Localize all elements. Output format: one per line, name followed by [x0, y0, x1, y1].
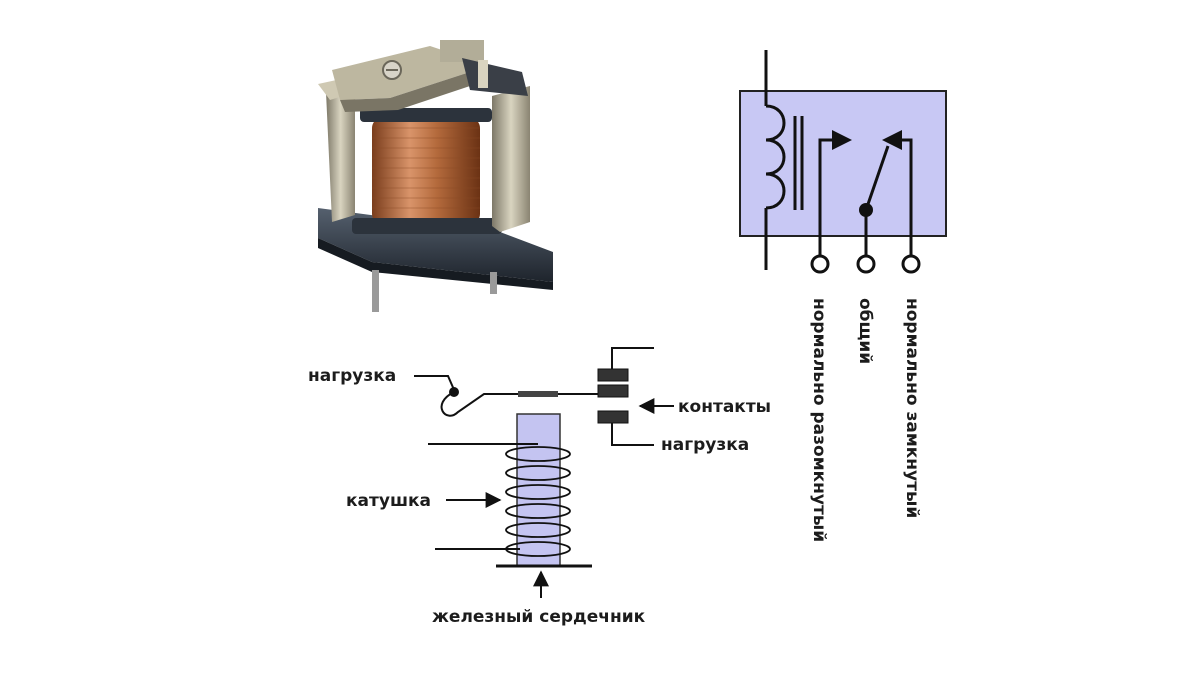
label-contacts: контакты: [678, 397, 771, 417]
label-load-right: нагрузка: [661, 435, 749, 455]
contact-lower: [597, 410, 629, 424]
armature-spring: [440, 391, 598, 417]
relay-contact-frame: [492, 86, 530, 232]
contact-upper-lead: [611, 347, 654, 370]
relay-yoke: [326, 82, 355, 222]
common-pivot: [859, 203, 873, 217]
coil-winding: [765, 104, 786, 210]
relay-schematic: нормально разомкнутый общий нормально за…: [739, 50, 947, 542]
relay-coil: [372, 118, 480, 224]
nc-contact: [898, 138, 913, 256]
label-common: общий: [855, 298, 875, 364]
label-coil: катушка: [346, 491, 431, 511]
label-normally-open: нормально разомкнутый: [809, 298, 829, 542]
label-core: железный сердечник: [432, 607, 646, 627]
terminal-common: [856, 254, 876, 274]
relay-cutaway: нагрузка контакты нагрузка катушка желез…: [308, 347, 771, 627]
no-contact-arrow: [832, 130, 852, 150]
relay-photo-icon: [318, 40, 553, 312]
common-arm: [864, 145, 890, 211]
label-normally-closed: нормально замкнутый: [902, 298, 922, 518]
terminal-no: [810, 254, 830, 274]
label-load-top: нагрузка: [308, 366, 396, 386]
iron-core: [516, 413, 561, 567]
contact-middle: [597, 384, 629, 398]
schematic-box: [739, 90, 947, 237]
relay-pin: [490, 272, 497, 294]
nc-contact-arrow: [882, 130, 902, 150]
relay-pin: [372, 270, 379, 312]
contact-upper: [597, 368, 629, 382]
load-lead: [414, 375, 456, 393]
terminal-nc: [901, 254, 921, 274]
armature-plate: [518, 391, 558, 397]
contact-lower-lead: [611, 423, 654, 446]
